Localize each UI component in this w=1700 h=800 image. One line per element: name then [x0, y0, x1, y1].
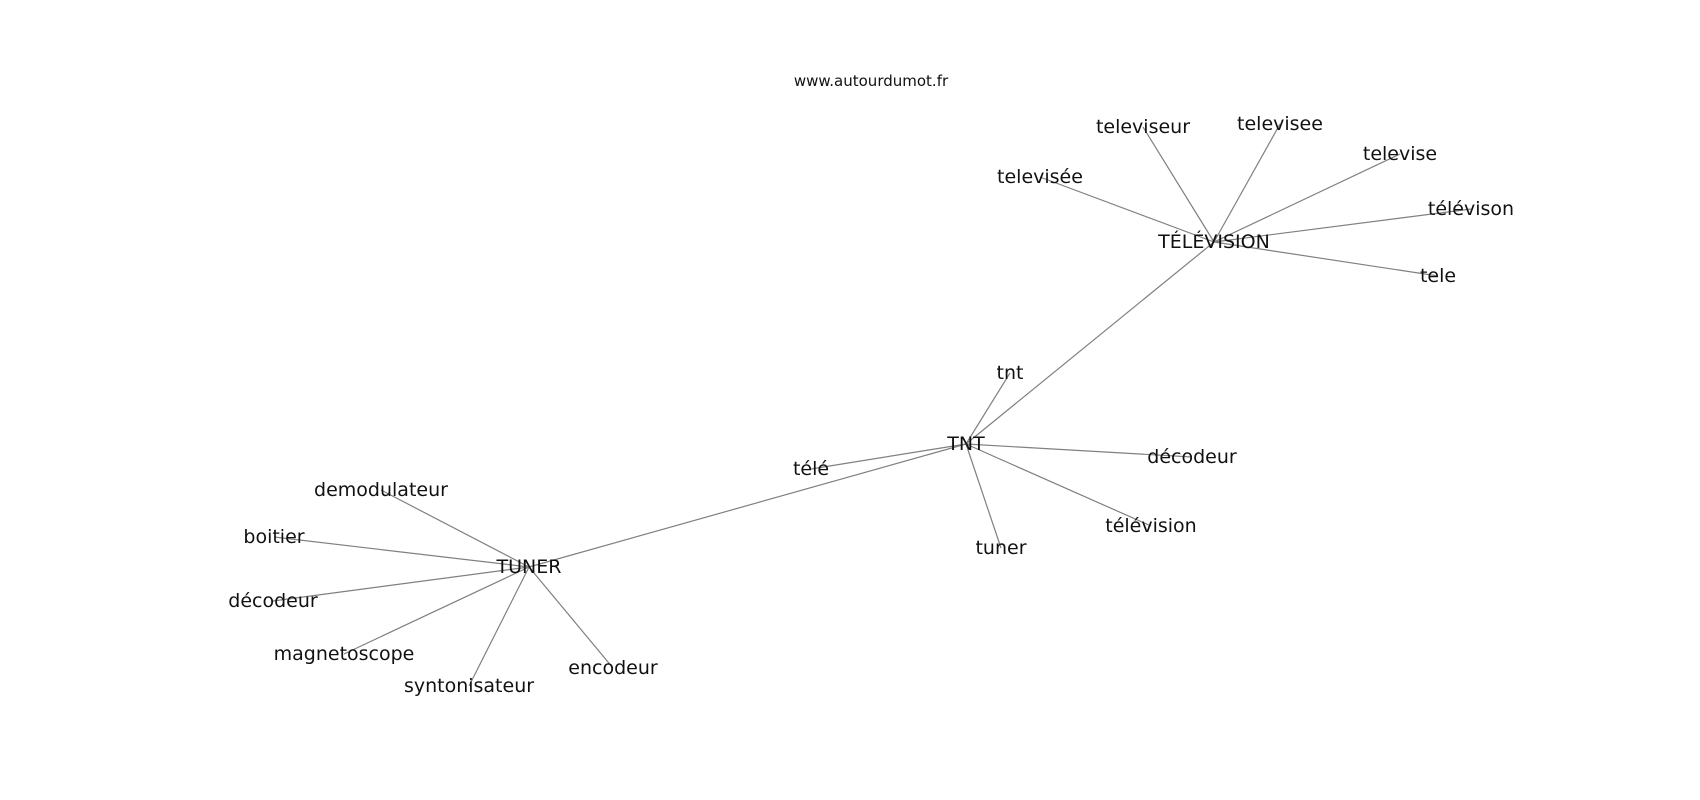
node-label-tuner_hub: TUNER [496, 556, 562, 578]
edge-tuner_hub-boitier [273, 536, 530, 568]
edge-television_hub-televisee_accent [1039, 176, 1215, 243]
node-label-tuner: tuner [975, 537, 1026, 559]
edge-tnt_hub-decodeur_tnt [965, 443, 1193, 458]
node-label-televise: televise [1363, 143, 1437, 165]
edge-tuner_hub-magnetoscope [343, 566, 530, 655]
node-label-encodeur: encodeur [568, 657, 658, 679]
edges-layer [272, 123, 1472, 687]
edge-tnt_hub-tuner_hub [528, 443, 967, 568]
node-label-tnt_hub: TNT [946, 433, 985, 455]
edge-tuner_hub-demodulateur [380, 489, 530, 568]
node-label-televison: télévison [1428, 198, 1514, 220]
node-label-demodulateur: demodulateur [314, 479, 448, 501]
node-label-television_hub: TÉLÉVISION [1157, 230, 1270, 253]
edge-tnt_hub-tnt [965, 372, 1011, 445]
edge-tuner_hub-encodeur [528, 566, 614, 669]
node-label-boitier: boitier [243, 526, 304, 548]
node-label-magnetoscope: magnetoscope [274, 643, 415, 665]
edge-television_hub-televisee [1213, 123, 1281, 243]
edge-television_hub-tele [1213, 241, 1439, 277]
node-label-tele: tele [1420, 265, 1456, 287]
node-label-television: télévision [1105, 515, 1196, 537]
edge-tnt_hub-television [965, 443, 1152, 527]
node-label-syntonisateur: syntonisateur [404, 675, 534, 697]
node-label-televiseur: televiseur [1096, 116, 1190, 138]
node-label-decodeur_tuner: décodeur [228, 590, 318, 612]
site-watermark: www.autourdumot.fr [793, 72, 949, 90]
edge-television_hub-televise [1213, 153, 1401, 243]
edge-television_hub-tnt_hub [965, 241, 1215, 445]
edge-tnt_hub-tele_accent [810, 443, 967, 470]
edge-tuner_hub-syntonisateur [468, 566, 530, 687]
node-label-televisee_accent: televisée [997, 166, 1083, 188]
edge-tnt_hub-tuner [965, 443, 1002, 549]
edge-tuner_hub-decodeur_tuner [272, 566, 530, 602]
node-label-tnt: tnt [997, 362, 1024, 384]
node-label-tele_accent: télé [793, 458, 829, 480]
node-label-decodeur_tnt: décodeur [1147, 446, 1237, 468]
edge-television_hub-televison [1213, 208, 1472, 243]
node-label-televisee: televisee [1237, 113, 1323, 135]
edge-television_hub-televiseur [1142, 126, 1215, 243]
labels-layer: TÉLÉVISION televiseur televisee televise tel… [228, 113, 1514, 697]
